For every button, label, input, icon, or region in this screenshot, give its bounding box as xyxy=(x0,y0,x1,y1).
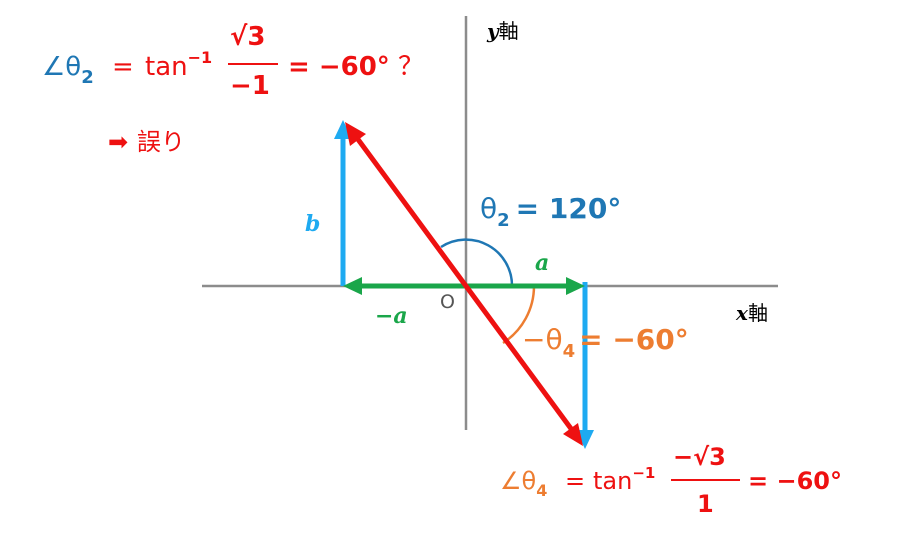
svg-text:−1: −1 xyxy=(230,71,270,101)
x-axis-label: x軸 xyxy=(735,301,768,325)
svg-text:1: 1 xyxy=(697,490,714,518)
vector-b-arrowhead xyxy=(334,120,352,139)
resultant-arrowhead-down xyxy=(563,423,583,446)
y-axis-label: y軸 xyxy=(486,19,519,43)
theta4-label: −θ4= −60° xyxy=(522,323,689,362)
vector-a-arrowhead xyxy=(566,277,585,295)
origin-label: O xyxy=(440,291,455,313)
right-arrow-icon: ➡ xyxy=(108,128,128,156)
svg-text:誤り: 誤り xyxy=(137,128,185,156)
svg-text:= −60°: = −60° xyxy=(288,52,390,82)
label-a: a xyxy=(535,250,549,276)
theta4-arc xyxy=(502,285,536,345)
svg-text:∠θ2: ∠θ2 xyxy=(42,52,94,88)
svg-text:= −60°: = −60° xyxy=(748,467,842,495)
resultant-vector xyxy=(354,136,575,432)
theta2-arc xyxy=(440,238,514,287)
svg-text:= tan−1: = tan−1 xyxy=(112,48,212,82)
theta2-label: θ2= 120° xyxy=(480,192,621,231)
top-formula: ∠θ2 = tan−1 √3 −1 = −60° ？ xyxy=(42,22,424,101)
svg-text:√3: √3 xyxy=(230,22,265,52)
svg-text:= tan−1: = tan−1 xyxy=(565,464,655,495)
bottom-formula: ∠θ4 = tan−1 −√3 1 = −60° xyxy=(500,443,842,518)
vector-neg-a-arrowhead xyxy=(343,277,362,295)
svg-text:∠θ4: ∠θ4 xyxy=(500,467,547,500)
resultant-arrowhead-up xyxy=(345,122,366,146)
label-b: b xyxy=(305,211,320,237)
wrong-note: ➡ 誤り xyxy=(108,128,185,156)
label-neg-a: −a xyxy=(375,303,408,329)
svg-text:？: ？ xyxy=(398,52,424,82)
svg-text:−√3: −√3 xyxy=(673,443,726,471)
